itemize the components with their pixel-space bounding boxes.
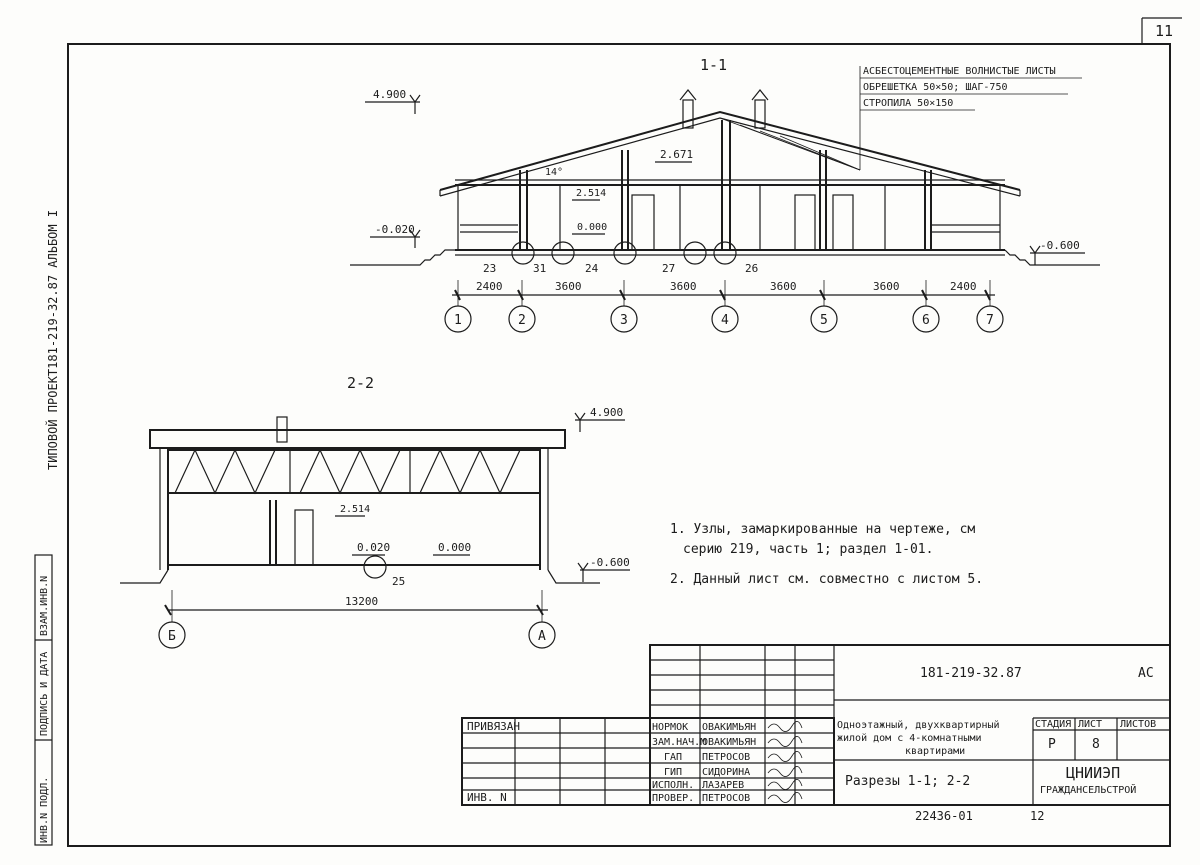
page-num-bottom: 12 [1030, 809, 1044, 823]
roof-note-3: СТРОПИЛА 50×150 [863, 98, 953, 109]
mark-floor: 0.000 [577, 222, 607, 233]
dim-4: 3600 [770, 280, 797, 293]
dim-6: 2400 [950, 280, 977, 293]
section-1-1: 1-1 АСБЕСТОЦЕМЕНТНЫЕ ВОЛНИСТЫЕ ЛИСТЫ ОБР… [350, 56, 1100, 333]
doc-mark: АС [1138, 666, 1154, 681]
role-2: ЗАМ.НАЧ.М [652, 737, 706, 748]
role-4: ГИП [664, 767, 682, 778]
general-notes: 1. Узлы, замаркированные на чертеже, см … [670, 522, 983, 587]
roof-note-1: АСБЕСТОЦЕМЕНТНЫЕ ВОЛНИСТЫЕ ЛИСТЫ [863, 66, 1056, 77]
node-24: 24 [585, 262, 599, 275]
stamp-inv-podl: ИНВ.N ПОДЛ. [39, 777, 50, 843]
axis-4: 4 [721, 313, 729, 328]
privyazan-label: ПРИВЯЗАН [467, 720, 520, 733]
dim-2: 3600 [555, 280, 582, 293]
axis-3: 3 [620, 313, 628, 328]
verandas [460, 224, 1000, 233]
mark-ceiling: 2.671 [660, 148, 693, 161]
node-25: 25 [392, 575, 405, 588]
signatures [767, 721, 803, 803]
node-31: 31 [533, 262, 546, 275]
section-1-title: 1-1 [700, 56, 727, 74]
mark-inner-2: 2.514 [340, 504, 370, 515]
project-name-2: жилой дом с 4-комнатными [837, 732, 982, 744]
roof-note-2: ОБРЕШЕТКА 50×50; ШАГ-750 [863, 82, 1008, 93]
role-6: ПРОВЕР. [652, 793, 694, 804]
note-1b: серию 219, часть 1; раздел 1-01. [683, 542, 933, 557]
doc-number: 22436-01 [915, 809, 973, 823]
project-name-1: Одноэтажный, двухквартирный [837, 719, 1000, 731]
dim-5: 3600 [873, 280, 900, 293]
section-1-posts [457, 120, 1001, 250]
section-2-title: 2-2 [347, 374, 374, 392]
axis-2: 2 [518, 313, 526, 328]
roof-hatch [719, 117, 861, 171]
role-3: ГАП [664, 752, 682, 763]
role-5: ИСПОЛН. [652, 780, 694, 791]
node-23: 23 [483, 262, 496, 275]
name-1: ОВАКИМЬЯН [702, 722, 756, 733]
axis-a: А [538, 629, 546, 644]
name-3: ПЕТРОСОВ [702, 752, 750, 763]
mark-left: -0.020 [375, 223, 415, 236]
sheets-label: ЛИСТОВ [1120, 719, 1156, 730]
sheet-frame [67, 43, 1171, 847]
project-name-3: квартирами [905, 746, 965, 757]
left-stamp: ИНВ.N ПОДЛ. ПОДПИСЬ И ДАТА ВЗАМ.ИНВ.N [34, 554, 53, 846]
axis-7: 7 [986, 313, 994, 328]
axis-6: 6 [922, 313, 930, 328]
doc-code: 181-219-32.87 [920, 666, 1022, 681]
org-name: ЦНИИЭП [1066, 764, 1120, 782]
node-26: 26 [745, 262, 758, 275]
stamp-vzam-inv: ВЗАМ.ИНВ.N [39, 576, 50, 636]
mark-ridge: 4.900 [373, 88, 406, 101]
note-2: 2. Данный лист см. совместно с листом 5. [670, 572, 983, 587]
mark-floor-2: 0.000 [438, 541, 471, 554]
title-block: ПРИВЯЗАН ИНВ. N НОРМОК ЗАМ.НАЧ.М ГАП ГИП… [461, 644, 1171, 823]
stage-label: СТАДИЯ [1035, 719, 1071, 730]
org-name-2: ГРАЖДАНСЕЛЬСТРОЙ [1040, 783, 1136, 796]
sheet-value: 8 [1092, 737, 1100, 752]
name-6: ПЕТРОСОВ [702, 793, 750, 804]
axis-1: 1 [454, 313, 462, 328]
mark-right-2: -0.600 [590, 556, 630, 569]
mark-left-2: 0.020 [357, 541, 390, 554]
side-title: ТИПОВОЙ ПРОЕКТ181-219-32.87 АЛЬБОМ I [45, 210, 60, 470]
node-27: 27 [662, 262, 675, 275]
inv-label: ИНВ. N [467, 791, 507, 804]
name-4: СИДОРИНА [702, 767, 750, 778]
role-1: НОРМОК [652, 722, 688, 733]
roof-notes: АСБЕСТОЦЕМЕНТНЫЕ ВОЛНИСТЫЕ ЛИСТЫ ОБРЕШЕТ… [859, 66, 1082, 170]
axis-5: 5 [820, 313, 828, 328]
name-5: ЛАЗАРЕВ [702, 780, 744, 791]
axis-b: Б [168, 629, 176, 644]
mark-angle: 14° [545, 167, 563, 178]
node-markers: 23 31 24 27 26 [483, 241, 758, 275]
dim-3: 3600 [670, 280, 697, 293]
title-grid [462, 645, 834, 805]
sheet-title: Разрезы 1-1; 2-2 [845, 774, 970, 789]
page-number: 11 [1155, 22, 1173, 40]
stage-value: Р [1048, 737, 1056, 752]
stamp-signature-date: ПОДПИСЬ И ДАТА [39, 652, 50, 736]
mark-top: 4.900 [590, 406, 623, 419]
section-2-2: 2-2 4.900 2.514 0.020 [120, 374, 630, 649]
mark-right: -0.600 [1040, 239, 1080, 252]
mark-inner: 2.514 [576, 188, 606, 199]
name-2: ОВАКИМЬЯН [702, 737, 756, 748]
truss-web [174, 448, 521, 495]
dim-1: 2400 [476, 280, 503, 293]
note-1: 1. Узлы, замаркированные на чертеже, см [670, 522, 975, 537]
sheet-label: ЛИСТ [1078, 719, 1102, 730]
dim-13200: 13200 [345, 595, 378, 608]
axis-bubbles: 1 2 3 4 5 6 7 [444, 280, 1004, 333]
